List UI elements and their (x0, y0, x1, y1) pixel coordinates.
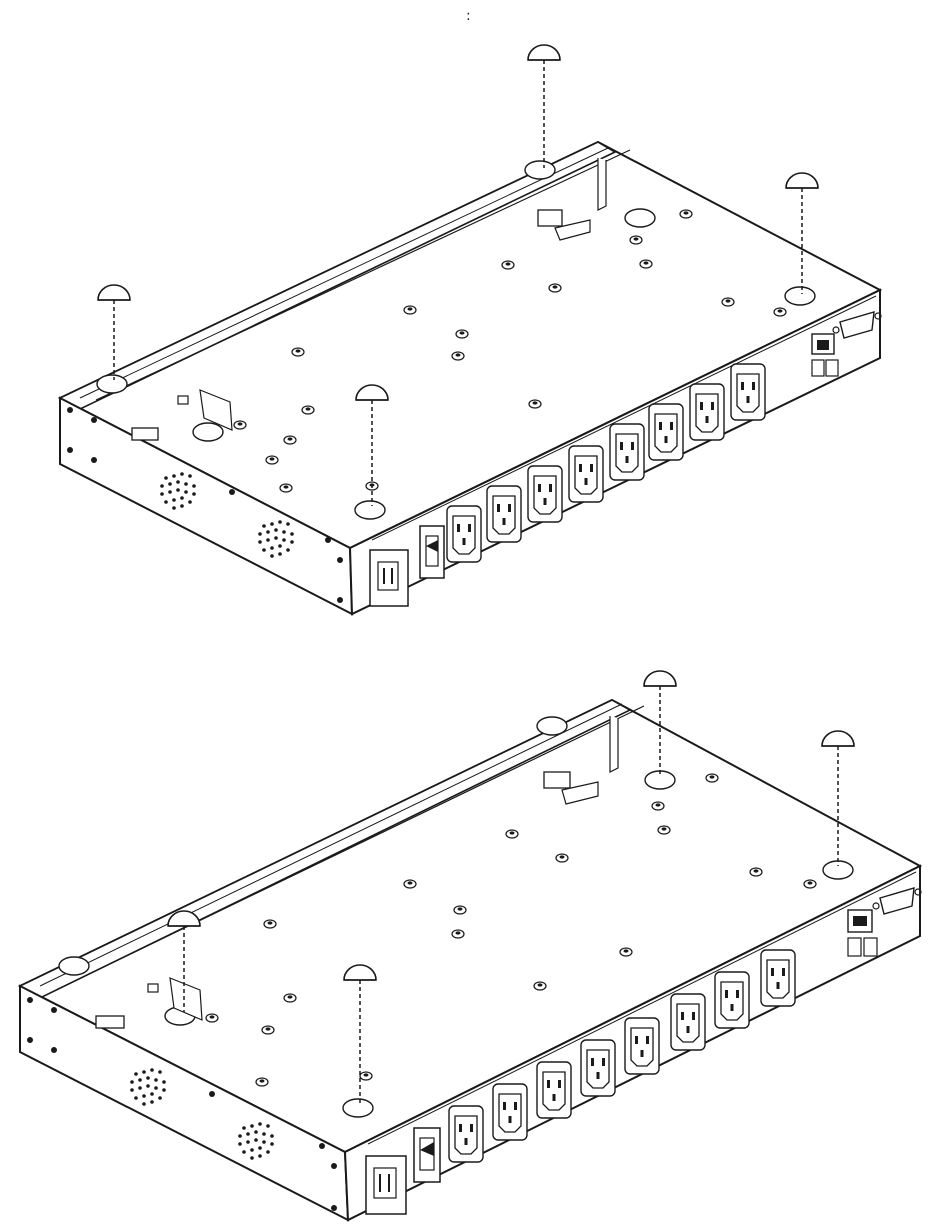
rubber-foot-7 (167, 910, 201, 1012)
power-inlet-2 (365, 1155, 407, 1215)
pdu-view-upper (57, 44, 883, 616)
power-switch-2 (413, 1127, 441, 1183)
rubber-foot-6 (821, 730, 855, 866)
power-switch (419, 525, 445, 579)
rubber-foot-5 (643, 670, 677, 776)
power-inlet (369, 549, 409, 607)
rubber-foot-1 (527, 44, 561, 168)
vent-grid (160, 472, 294, 558)
network-ports (811, 311, 882, 377)
rubber-foot-3 (97, 284, 131, 380)
pdu-view-lower (17, 670, 923, 1222)
rubber-foot-2 (785, 172, 819, 294)
rubber-foot-4 (355, 384, 389, 506)
stray-colon-mark: : (466, 8, 471, 24)
network-ports-2 (847, 887, 922, 957)
vent-grid-2 (130, 1068, 274, 1160)
